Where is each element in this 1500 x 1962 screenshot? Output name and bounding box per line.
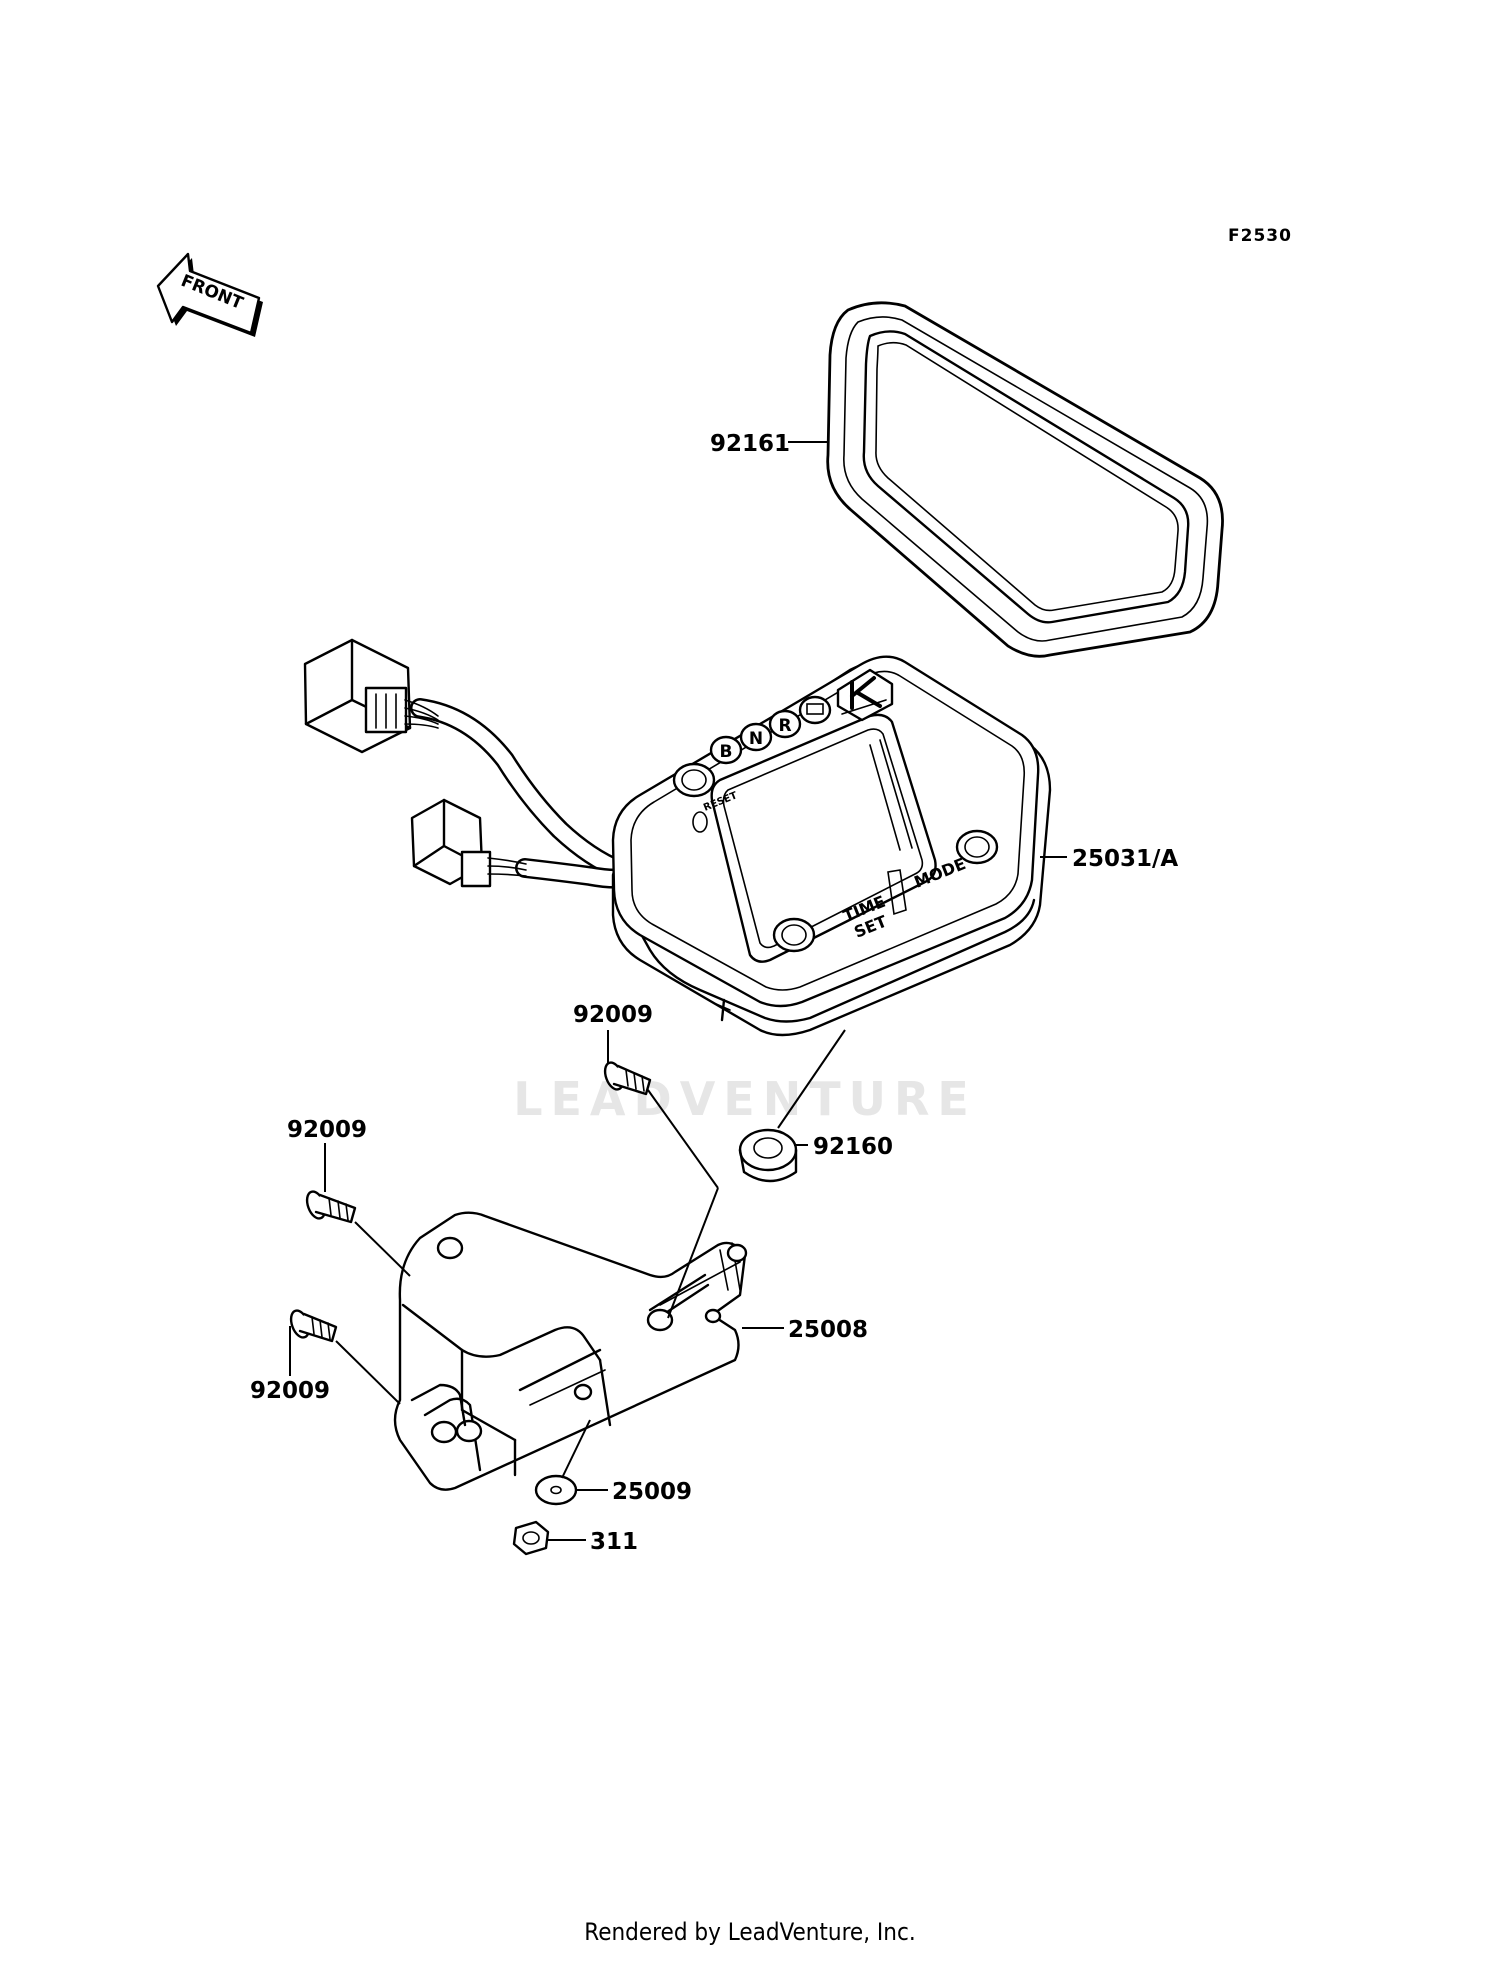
- nut: [512, 1520, 550, 1556]
- watermark-text: LEADVENTURE: [513, 1072, 977, 1126]
- wiring-harness: [303, 638, 635, 889]
- kawasaki-logo-icon: [836, 668, 894, 722]
- indicator-n-label: N: [749, 729, 763, 749]
- callout-92009-upper: 92009: [573, 1002, 653, 1028]
- bracket: [393, 1211, 748, 1491]
- meter-assembly: B N R RESET TIME SET MODE: [611, 655, 1052, 1037]
- callout-92161: 92161: [710, 431, 790, 457]
- indicator-r-label: R: [778, 716, 791, 736]
- washer: [534, 1474, 578, 1506]
- timeset-knob: [772, 917, 816, 953]
- callout-25009: 25009: [612, 1479, 692, 1505]
- connector-small: [410, 798, 527, 888]
- callout-25031a: 25031/A: [1072, 846, 1178, 872]
- assembly-lines: [335, 1029, 846, 1479]
- mode-knob: [955, 829, 999, 865]
- screw-middle: [305, 1190, 357, 1224]
- callout-leaders: [289, 441, 1067, 1541]
- callout-311: 311: [590, 1529, 638, 1555]
- callout-92009-lower: 92009: [250, 1378, 330, 1404]
- callout-92160: 92160: [813, 1134, 893, 1160]
- indicator-lamps: B N R: [709, 695, 832, 765]
- footer-credit: Rendered by LeadVenture, Inc.: [584, 1918, 916, 1946]
- front-arrow-icon: FRONT: [156, 252, 263, 337]
- screw-upper: [603, 1061, 652, 1096]
- reset-knob: [672, 762, 716, 798]
- callout-25008: 25008: [788, 1317, 868, 1343]
- diagram-code: F2530: [1228, 226, 1292, 246]
- callout-92009-middle: 92009: [287, 1117, 367, 1143]
- connector-large: [303, 638, 439, 754]
- grommet: [738, 1128, 798, 1183]
- screw-lower: [289, 1309, 338, 1343]
- indicator-b-label: B: [720, 742, 733, 762]
- meter-gasket: [826, 301, 1224, 658]
